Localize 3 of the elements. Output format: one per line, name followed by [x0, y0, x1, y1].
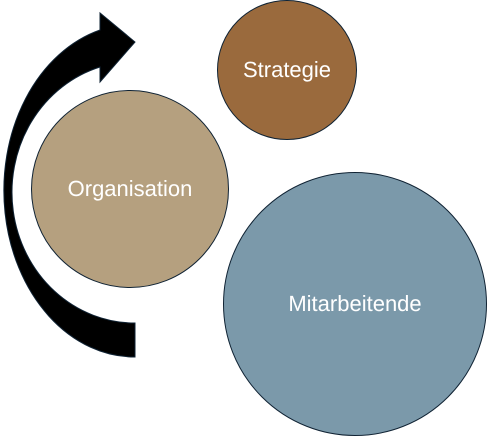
node-label: Strategie [242, 56, 332, 84]
node-label: Mitarbeitende [288, 290, 422, 318]
node-label: Organisation [68, 175, 192, 203]
